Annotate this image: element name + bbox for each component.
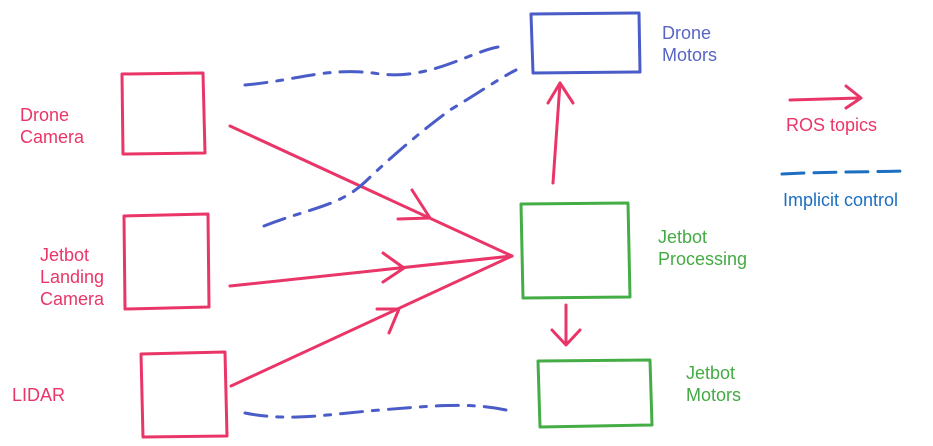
drone-camera-box (120, 71, 207, 156)
edge-landing-camera-to-processing (228, 254, 514, 288)
arrowhead-landing-camera (381, 251, 406, 284)
lidar-box (139, 350, 229, 439)
jetbot-processing-box (519, 201, 632, 300)
jetbot-landing-camera-label: Jetbot Landing Camera (40, 245, 105, 309)
legend-ros-arrowhead (844, 84, 863, 110)
edge-drone-camera-to-processing (228, 124, 514, 258)
implicit-drone-motors-to-drone-camera (243, 45, 500, 87)
edge-processing-to-drone-motors (551, 81, 562, 185)
arrowhead-drone-camera (396, 188, 432, 221)
jetbot-motors-box (536, 358, 654, 429)
lidar-label: LIDAR (12, 385, 66, 405)
legend-ros-topics-label: ROS topics (786, 115, 878, 135)
arrowhead-drone-motors (546, 81, 575, 105)
legend-ros-arrow (788, 96, 862, 102)
drone-motors-box (529, 11, 642, 75)
legend-implicit-control-label: Implicit control (783, 190, 899, 210)
jetbot-processing-label: Jetbot Processing (658, 227, 748, 269)
legend-implicit-line (780, 169, 909, 176)
drone-camera-label: Drone Camera (20, 105, 85, 147)
jetbot-landing-camera-box (122, 212, 211, 311)
arrowhead-lidar (375, 307, 401, 335)
arrowhead-jetbot-motors (550, 328, 582, 347)
drone-motors-label: Drone Motors (662, 23, 718, 65)
implicit-drone-motors-to-landing-camera (262, 68, 518, 228)
implicit-jetbot-motors-to-lidar (243, 403, 508, 419)
edge-lidar-to-processing (229, 254, 514, 388)
jetbot-motors-label: Jetbot Motors (686, 363, 742, 405)
